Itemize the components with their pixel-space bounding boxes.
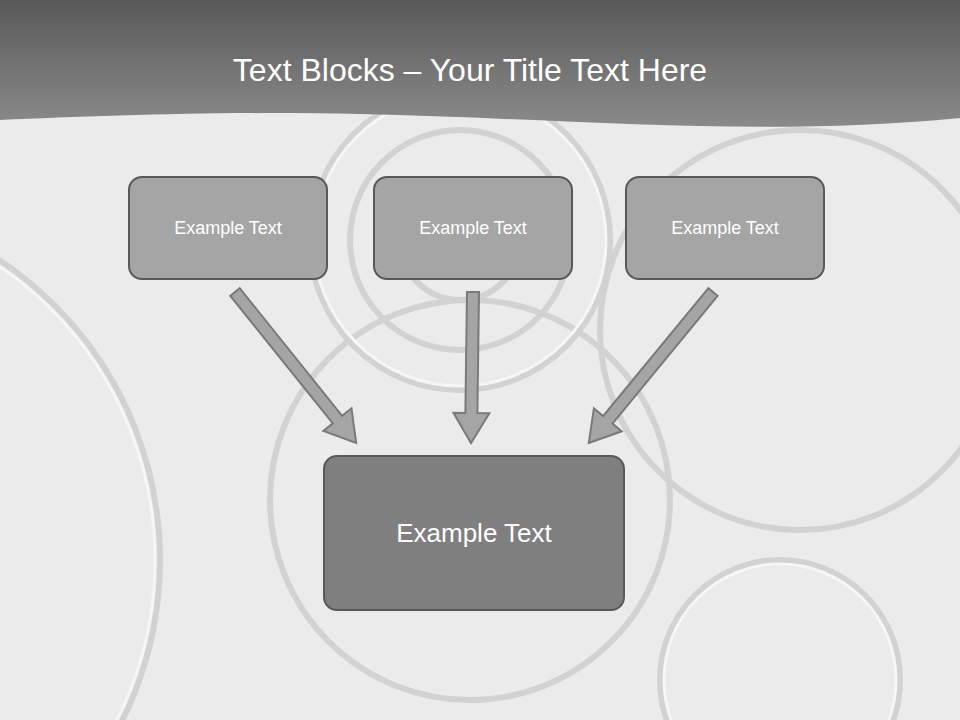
block-text: Example Text xyxy=(419,218,527,239)
block-arrow xyxy=(230,288,356,443)
slide-title: Text Blocks – Your Title Text Here xyxy=(0,52,940,89)
block-text: Example Text xyxy=(396,518,552,549)
block-arrow xyxy=(453,292,489,443)
text-block: Example Text xyxy=(128,176,328,280)
block-text: Example Text xyxy=(671,218,779,239)
text-block: Example Text xyxy=(373,176,573,280)
block-arrow xyxy=(589,288,718,443)
text-block: Example Text xyxy=(625,176,825,280)
block-text: Example Text xyxy=(174,218,282,239)
text-block: Example Text xyxy=(323,455,625,611)
